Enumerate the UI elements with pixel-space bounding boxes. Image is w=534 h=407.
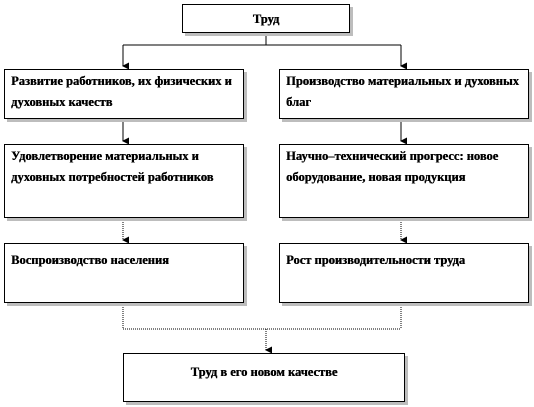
box-left-3: Воспроизводство населения <box>4 243 244 303</box>
box-right-3-label: Рост производительности труда <box>286 253 465 267</box>
box-right-3: Рост производительности труда <box>279 243 529 303</box>
box-left-3-label: Воспроизводство населения <box>11 253 169 267</box>
box-right-2-label: Научно–технический прогресс: новое обору… <box>286 149 499 184</box>
box-right-1-label: Производство материальных и духовных бла… <box>286 74 519 109</box>
box-bottom: Труд в его новом качестве <box>123 353 405 402</box>
box-left-1-label: Развитие работников, их физических и дух… <box>11 74 232 109</box>
box-top-label: Труд <box>252 12 280 26</box>
box-left-2-label: Удовлетворение материальных и духовных п… <box>11 149 214 184</box>
box-left-2: Удовлетворение материальных и духовных п… <box>4 144 244 218</box>
box-top: Труд <box>182 4 350 33</box>
box-right-1: Производство материальных и духовных бла… <box>279 69 529 119</box>
box-left-1: Развитие работников, их физических и дух… <box>4 69 244 119</box>
box-bottom-label: Труд в его новом качестве <box>190 365 338 379</box>
box-right-2: Научно–технический прогресс: новое обору… <box>279 144 529 218</box>
